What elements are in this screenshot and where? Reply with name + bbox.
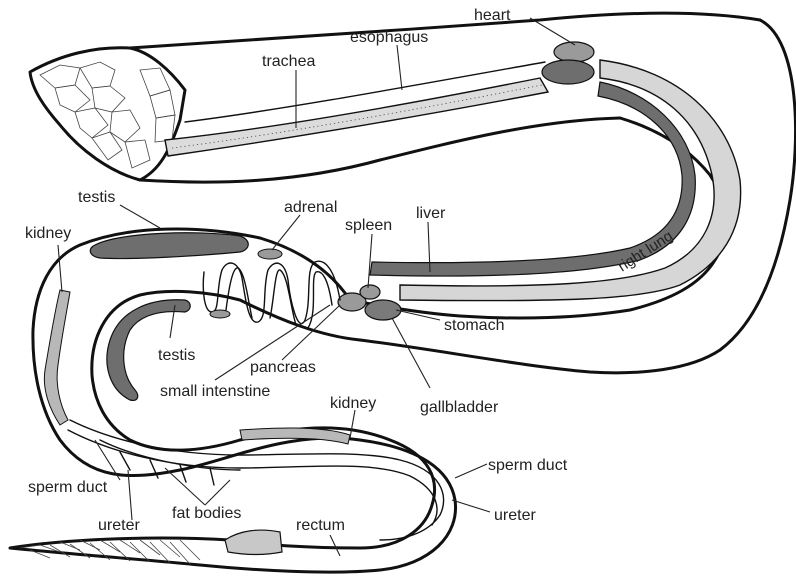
- head-scales: [40, 62, 175, 168]
- label-heart: heart: [474, 7, 511, 24]
- label-stomach: stomach: [444, 317, 504, 334]
- kidney-left-organ: [44, 290, 70, 425]
- label-fat-bodies: fat bodies: [172, 505, 241, 522]
- label-ureter-right: ureter: [494, 507, 536, 524]
- adrenal-organ: [258, 249, 282, 259]
- label-liver: liver: [416, 205, 446, 222]
- heart-organ: [542, 42, 594, 84]
- label-sperm-duct-left: sperm duct: [28, 479, 108, 496]
- label-kidney-left: kidney: [25, 225, 71, 242]
- testis-top-organ: [90, 233, 248, 259]
- adrenal-organ-2: [210, 310, 230, 318]
- label-sperm-duct-right: sperm duct: [488, 457, 568, 474]
- label-esophagus: esophagus: [350, 29, 428, 46]
- label-small-intestine: small intenstine: [160, 383, 270, 400]
- label-testis-top: testis: [78, 189, 115, 206]
- rectum-organ: [225, 530, 282, 555]
- label-ureter-left: ureter: [98, 517, 140, 534]
- label-kidney-mid: kidney: [330, 395, 376, 412]
- label-adrenal: adrenal: [284, 199, 337, 216]
- label-testis-mid: testis: [158, 347, 195, 364]
- label-gallbladder: gallbladder: [420, 399, 499, 416]
- label-trachea: trachea: [262, 53, 315, 70]
- label-spleen: spleen: [345, 217, 392, 234]
- label-rectum: rectum: [296, 517, 345, 534]
- label-pancreas: pancreas: [250, 359, 316, 376]
